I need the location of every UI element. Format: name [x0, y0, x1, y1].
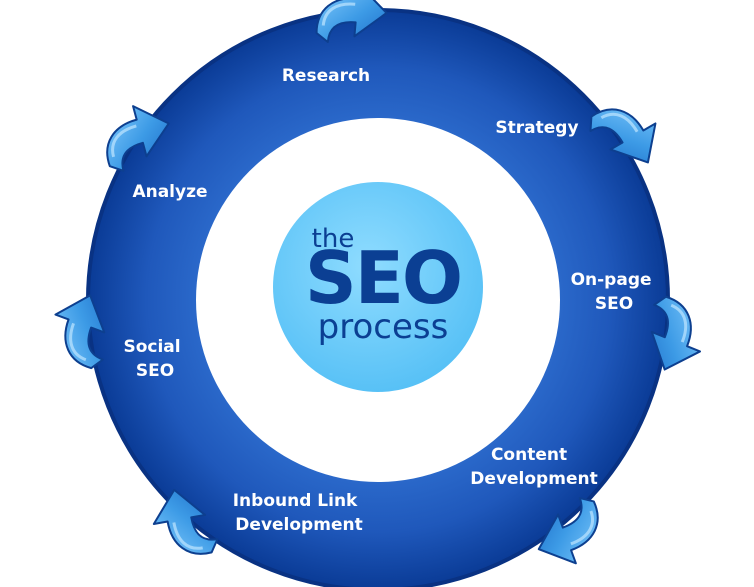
step-label-strategy: Strategy	[495, 118, 578, 138]
step-label-research: Research	[282, 66, 370, 86]
step-label-inbound-link-development: Inbound Link Development	[233, 491, 364, 535]
center-title-the: the	[312, 224, 355, 254]
step-label-analyze: Analyze	[132, 182, 207, 202]
step-label-on-page-seo: On-page SEO	[571, 270, 658, 314]
step-label-content-development: Content Development	[470, 445, 597, 489]
step-label-social-seo: Social SEO	[123, 337, 186, 381]
center-title-process: process	[318, 307, 449, 347]
center-circle	[273, 182, 483, 392]
center-title-seo: SEO	[305, 236, 461, 320]
